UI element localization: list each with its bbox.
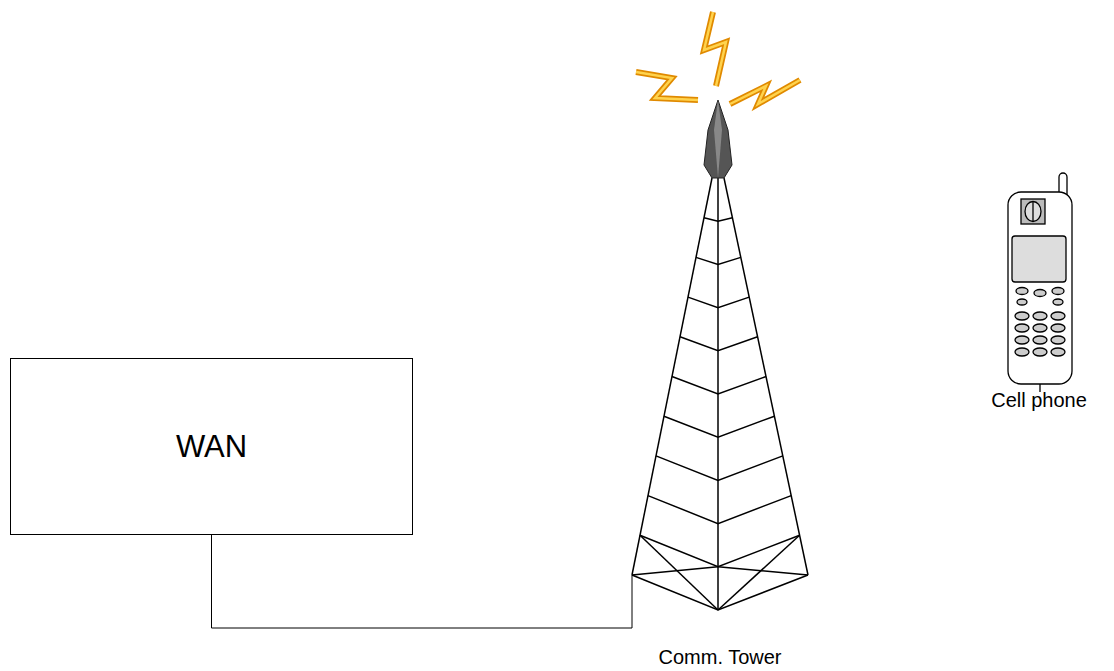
network-box: WAN: [10, 358, 413, 535]
device-label: Cell phone: [991, 388, 1087, 412]
connector-line: [212, 535, 633, 628]
radio-waves: [636, 12, 800, 104]
node-label: WAN: [176, 429, 247, 465]
tower-node: Comm. Tower: [632, 95, 808, 615]
tower-symbol: [632, 100, 808, 610]
device-label: Comm. Tower: [659, 645, 782, 669]
connector-path: [212, 535, 633, 628]
phone-symbol: [1008, 173, 1072, 392]
phone-node: Cell phone: [1004, 172, 1074, 387]
